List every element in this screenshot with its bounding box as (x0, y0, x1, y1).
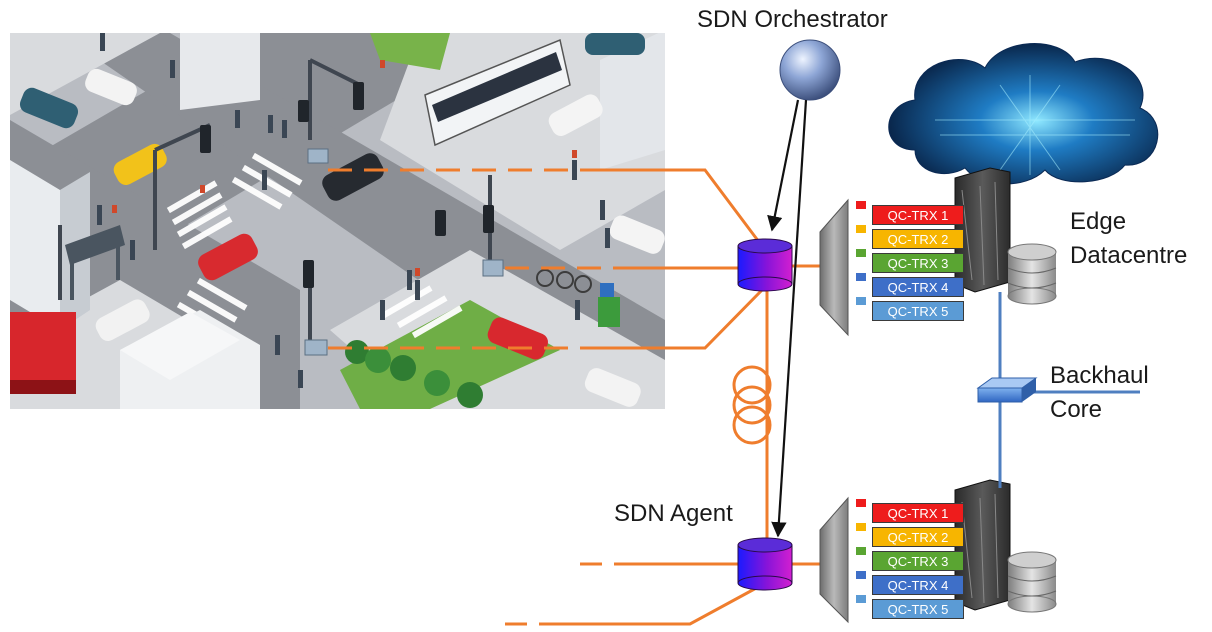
mux-bottom (819, 496, 849, 624)
control-arrows (767, 99, 808, 538)
backhaul-links (998, 292, 1140, 488)
transceiver-indicator (856, 499, 866, 507)
transceiver-indicator (856, 225, 866, 233)
transceiver-indicator (856, 201, 866, 209)
transceiver-label: QC-TRX 3 (872, 253, 964, 273)
transceiver-label: QC-TRX 1 (872, 503, 964, 523)
transceiver-label: QC-TRX 4 (872, 575, 964, 595)
transceiver-label: QC-TRX 1 (872, 205, 964, 225)
edge-label: Edge (1070, 208, 1127, 235)
core-label: Core (1050, 396, 1103, 423)
sdn-orchestrator (779, 39, 841, 101)
cloud-icon (888, 43, 1159, 185)
transceiver-indicator (856, 297, 866, 305)
transceiver-label: QC-TRX 5 (872, 301, 964, 321)
backhaul-label: Backhaul (1050, 362, 1149, 389)
transceiver-indicator (856, 571, 866, 579)
smart-city-illustration (10, 33, 665, 409)
transceiver-label: QC-TRX 2 (872, 229, 964, 249)
transceiver-label: QC-TRX 2 (872, 527, 964, 547)
transceiver-label: QC-TRX 4 (872, 277, 964, 297)
transceiver-indicator (856, 249, 866, 257)
transceiver-label: QC-TRX 5 (872, 599, 964, 619)
sdn-agent-bottom (737, 537, 793, 591)
transceiver-indicator (856, 273, 866, 281)
transceiver-label: QC-TRX 3 (872, 551, 964, 571)
database-top (1007, 243, 1057, 305)
sdn-orchestrator-label: SDN Orchestrator (697, 6, 888, 33)
router-icon (976, 377, 1038, 403)
transceiver-indicator (856, 547, 866, 555)
transceiver-indicator (856, 523, 866, 531)
database-bottom (1007, 551, 1057, 613)
fiber-links (328, 168, 822, 626)
datacentre-label: Datacentre (1070, 242, 1188, 269)
transceiver-indicator (856, 595, 866, 603)
mux-top (819, 198, 849, 337)
sdn-agent-label: SDN Agent (614, 500, 733, 527)
sdn-agent-top (737, 238, 793, 292)
